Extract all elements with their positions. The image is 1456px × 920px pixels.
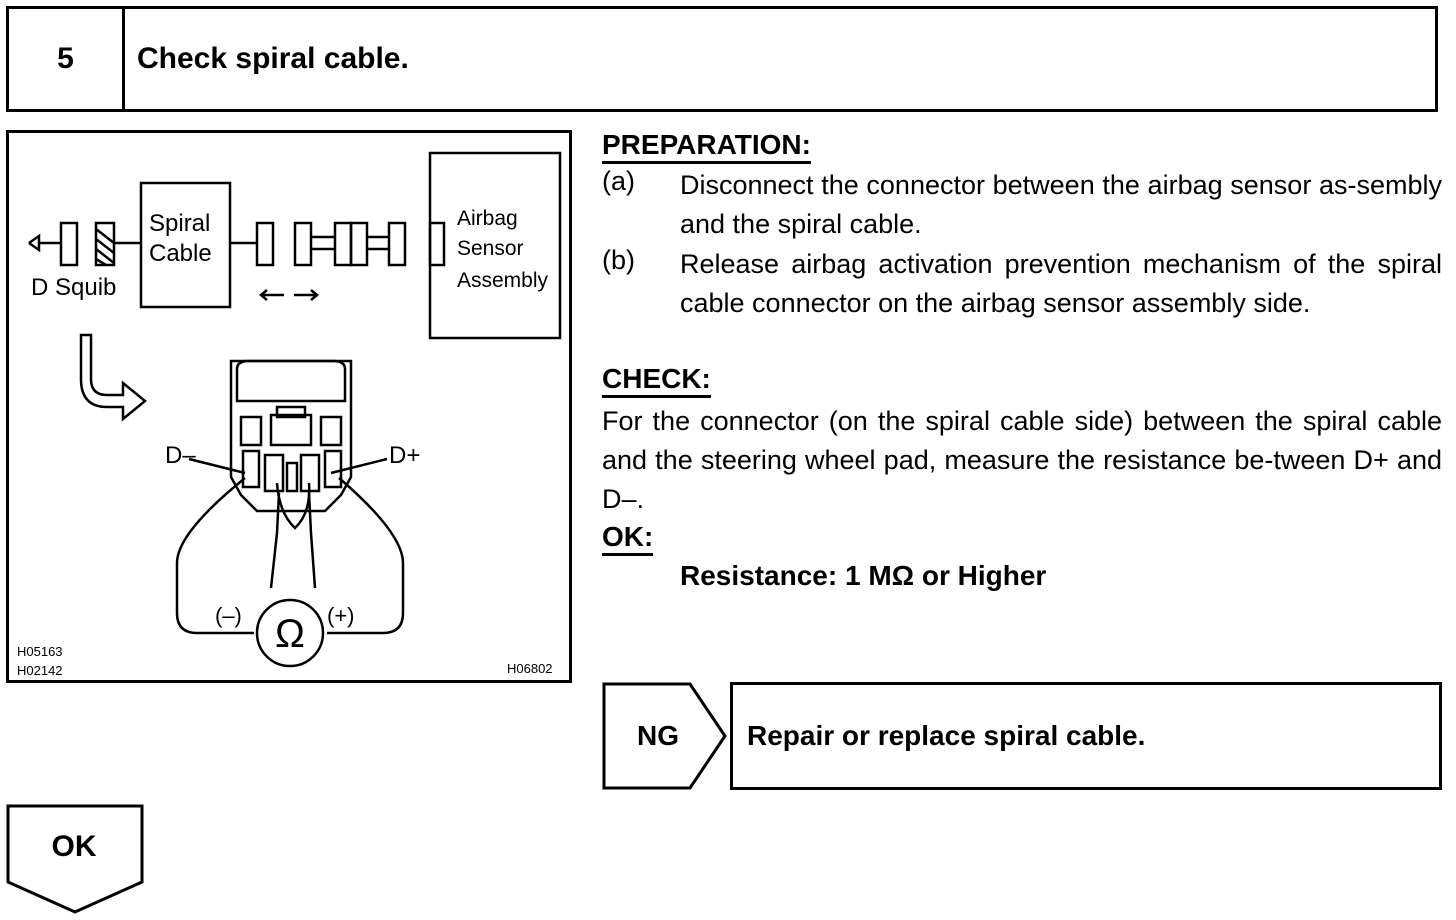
- ng-tag-label: NG: [637, 720, 679, 751]
- d-plus-leader: [330, 457, 388, 475]
- prep-item-a-label: (a): [602, 166, 635, 196]
- step-number: 5: [9, 9, 125, 109]
- wiring-figure: D Squib Spiral Cable Airbag Sensor Assem…: [6, 130, 572, 683]
- prep-item-a-text: Disconnect the connector between the air…: [680, 170, 1442, 239]
- preparation-heading: PREPARATION:: [602, 130, 811, 164]
- figure-code-1: H05163: [17, 644, 63, 659]
- check-heading: CHECK:: [602, 364, 711, 398]
- prep-item-b-text: Release airbag activation prevention mec…: [680, 249, 1442, 318]
- ohmmeter: [255, 598, 325, 668]
- ok-spec: Resistance: 1 MΩ or Higher: [680, 560, 1047, 591]
- ok-tag-label: OK: [51, 830, 97, 863]
- mating-connector-1: [293, 221, 313, 267]
- step-header: 5 Check spiral cable.: [6, 6, 1438, 112]
- connector-diagram: D Squib Spiral Cable Airbag Sensor Assem…: [17, 151, 562, 678]
- sensor-label: Sensor: [457, 237, 524, 260]
- ohm-symbol: Ω: [275, 612, 305, 656]
- hatched-connector: [94, 221, 116, 267]
- meter-lead-plus: [327, 477, 405, 635]
- squib-plug-tip: [28, 233, 41, 253]
- spiral-label: Spiral: [149, 210, 210, 237]
- d-minus-leader: [188, 457, 246, 475]
- ng-action-text: Repair or replace spiral cable.: [747, 720, 1146, 751]
- cable-connector: [255, 221, 275, 267]
- prep-item-b-label: (b): [602, 245, 635, 275]
- ok-tag-shape: [6, 804, 144, 914]
- pad-connector-body: [229, 359, 353, 513]
- d-squib-label: D Squib: [31, 274, 116, 301]
- squib-connector: [59, 221, 79, 267]
- d-plus-label: D+: [389, 442, 420, 469]
- ng-action-box: Repair or replace spiral cable.: [730, 682, 1442, 790]
- ng-tag-shape: [602, 682, 727, 790]
- spiral-cable-box: [139, 181, 232, 309]
- figure-code-3: H06802: [507, 661, 553, 676]
- bent-arrow: [79, 333, 147, 422]
- meter-lead-minus: [175, 477, 254, 635]
- meter-minus-label: (–): [215, 603, 242, 628]
- airbag-label: Airbag: [457, 207, 518, 230]
- ok-heading: OK:: [602, 522, 654, 556]
- meter-plus-label: (+): [327, 603, 355, 628]
- figure-code-2: H02142: [17, 663, 63, 678]
- assembly-label: Assembly: [457, 269, 549, 292]
- check-text: For the connector (on the spiral cable s…: [602, 406, 1442, 514]
- step-title: Check spiral cable.: [137, 42, 409, 75]
- d-minus-label: D–: [165, 442, 196, 469]
- mating-connector-2: [387, 221, 407, 267]
- cable-label: Cable: [149, 240, 212, 267]
